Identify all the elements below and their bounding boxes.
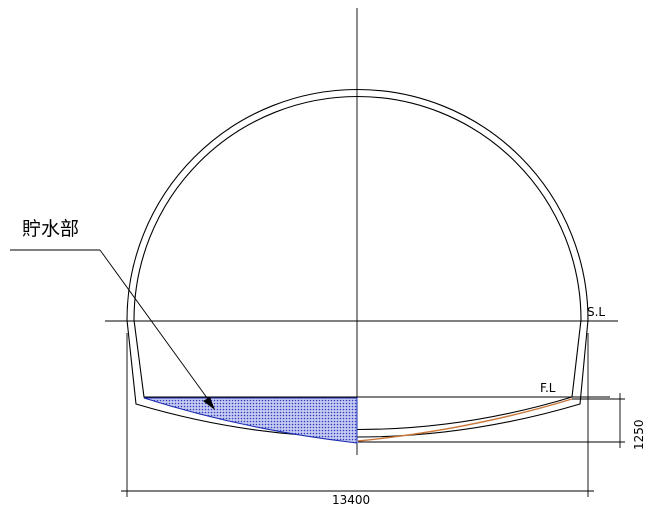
formation-level-label: F.L — [540, 381, 556, 395]
invert-curve — [357, 398, 573, 442]
storage-leader-arrowhead — [203, 397, 215, 410]
spring-line-label: S.L — [587, 305, 605, 319]
width-dim-label: 13400 — [332, 493, 370, 507]
tunnel-lining-outer — [126, 88, 589, 438]
tunnel-lining-inner — [133, 96, 582, 430]
height-dim-label: 1250 — [632, 419, 646, 450]
storage-label: 貯水部 — [22, 218, 79, 240]
storage-area — [143, 397, 358, 444]
storage-leader-diagonal — [99, 249, 211, 403]
